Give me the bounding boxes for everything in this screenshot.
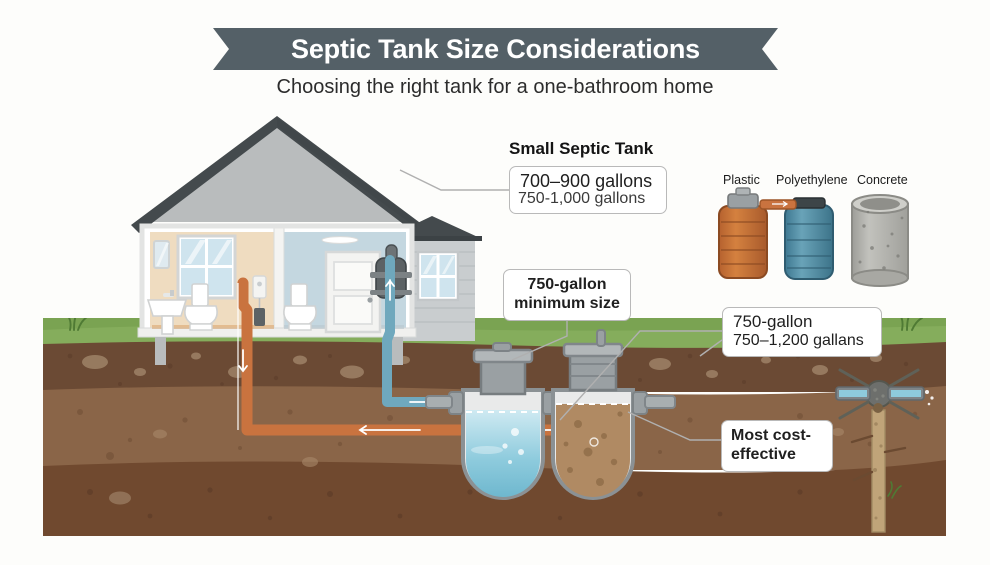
- material-tank-concrete: [851, 194, 909, 287]
- material-label-plastic: Plastic: [723, 173, 760, 187]
- minimum-line1: 750-gallon: [527, 276, 607, 293]
- septic-tank-primary: [425, 342, 558, 500]
- toilet-left: [184, 283, 218, 331]
- mid-tank-line1: 750-gallon: [733, 312, 813, 331]
- toilet-right: [283, 283, 317, 331]
- callout-minimum-size: 750-gallon minimum size: [503, 269, 631, 321]
- septic-tank-secondary: [551, 329, 676, 500]
- house-cutaway: [131, 116, 482, 365]
- small-tank-heading: Small Septic Tank: [509, 139, 654, 158]
- distribution-box: [835, 368, 934, 533]
- page-title: Septic Tank Size Considerations: [291, 33, 700, 64]
- material-label-concrete: Concrete: [857, 173, 908, 187]
- bathroom-sink-left: [146, 290, 188, 335]
- small-tank-line1: 700–900 gallons: [520, 171, 653, 191]
- page-subtitle: Choosing the right tank for a one-bathro…: [276, 76, 714, 98]
- callout-small-tank: 700–900 gallons 750-1,000 gallons: [509, 166, 667, 214]
- material-label-polyethylene: Polyethylene: [776, 173, 848, 187]
- cost-line1: Most cost-: [731, 427, 811, 444]
- small-tank-line2: 750-1,000 gallons: [518, 190, 646, 207]
- callout-mid-tank: 750-gallon 750–1,200 gallans: [722, 307, 882, 357]
- callout-leader-lines: [399, 169, 723, 441]
- material-tank-plastic: [718, 187, 768, 279]
- minimum-line2: minimum size: [514, 294, 620, 312]
- cost-line2: effective: [731, 446, 796, 464]
- title-banner: Septic Tank Size Considerations: [213, 28, 778, 70]
- material-tank-polyethylene: [759, 197, 834, 280]
- mid-tank-line2: 750–1,200 gallans: [733, 332, 864, 349]
- callout-cost-effective: Most cost- effective: [721, 420, 833, 472]
